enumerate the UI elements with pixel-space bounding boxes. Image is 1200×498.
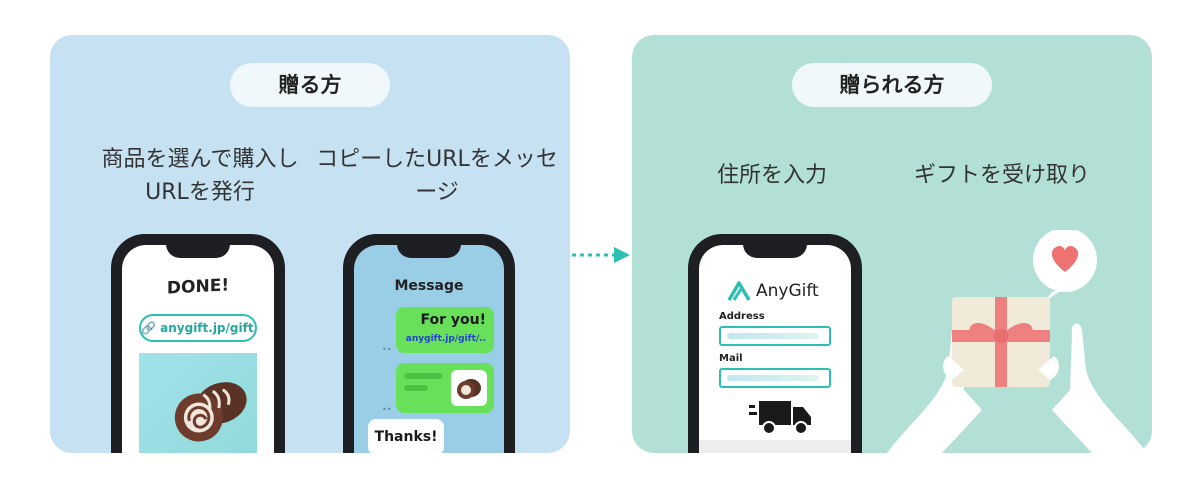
truck-icon xyxy=(749,401,811,435)
roll-cake-icon xyxy=(174,382,247,442)
phone-screen: AnyGift Address Mail xyxy=(699,245,851,453)
phone-notch xyxy=(397,234,461,258)
mail-label: Mail xyxy=(719,353,743,364)
phone-notch xyxy=(743,234,807,258)
anygift-logo: AnyGift xyxy=(727,281,819,301)
link-icon: 🔗 xyxy=(141,321,156,335)
gift-box-illustration xyxy=(887,230,1147,453)
receiver-title: 贈られる方 xyxy=(792,63,992,107)
message-timestamp: •• xyxy=(448,451,457,453)
preview-thumbnail xyxy=(451,370,487,406)
reply-bubble: Thanks! xyxy=(368,419,444,453)
phone-screen: Message For you! anygift.jp/gift/.. •• xyxy=(354,245,504,453)
phone-bottom-bar xyxy=(699,440,851,453)
phone-notch xyxy=(166,234,230,258)
receiver-step-1: 住所を入力 xyxy=(716,163,827,188)
address-label: Address xyxy=(719,311,765,322)
message-title: Message xyxy=(394,278,464,294)
receiver-panel: 贈られる方 住所を入力 ギフトを受け取り AnyGift Address Mai… xyxy=(632,35,1152,453)
arrow-right-icon xyxy=(572,247,630,263)
anygift-logo-icon xyxy=(727,281,751,301)
phone-done: DONE! 🔗 anygift.jp/gift/.. xyxy=(111,234,285,453)
giver-step-1: 商品を選んで購入しURLを発行 xyxy=(101,147,299,205)
receiver-step-2: ギフトを受け取り xyxy=(913,163,1090,188)
roll-cake-icon xyxy=(457,379,481,399)
preview-line xyxy=(404,385,428,391)
giver-panel: 贈る方 商品を選んで購入しURLを発行 コピーしたURLをメッセージ DONE!… xyxy=(50,35,570,453)
phone-address-form: AnyGift Address Mail xyxy=(688,234,862,453)
preview-line xyxy=(404,373,442,379)
phone-screen: DONE! 🔗 anygift.jp/gift/.. xyxy=(122,245,274,453)
message-timestamp: •• xyxy=(382,405,392,414)
message-timestamp: •• xyxy=(382,345,392,354)
gift-url: anygift.jp/gift/.. xyxy=(160,321,257,335)
giver-title: 贈る方 xyxy=(230,63,390,107)
address-field[interactable] xyxy=(719,326,831,346)
message-main-text: For you! xyxy=(420,312,487,328)
product-image xyxy=(139,353,257,453)
heart-bubble-icon xyxy=(1033,230,1097,302)
gift-url-pill[interactable]: 🔗 anygift.jp/gift/.. xyxy=(139,314,257,342)
phone-message: Message For you! anygift.jp/gift/.. •• xyxy=(343,234,515,453)
message-bubble-url: For you! anygift.jp/gift/.. xyxy=(396,307,494,353)
brand-name: AnyGift xyxy=(756,281,819,301)
giver-step-2: コピーしたURLをメッセージ xyxy=(316,147,558,205)
message-link-text[interactable]: anygift.jp/gift/.. xyxy=(405,334,486,344)
done-text: DONE! xyxy=(166,275,230,299)
mail-field[interactable] xyxy=(719,368,831,388)
message-bubble-preview xyxy=(396,363,494,413)
